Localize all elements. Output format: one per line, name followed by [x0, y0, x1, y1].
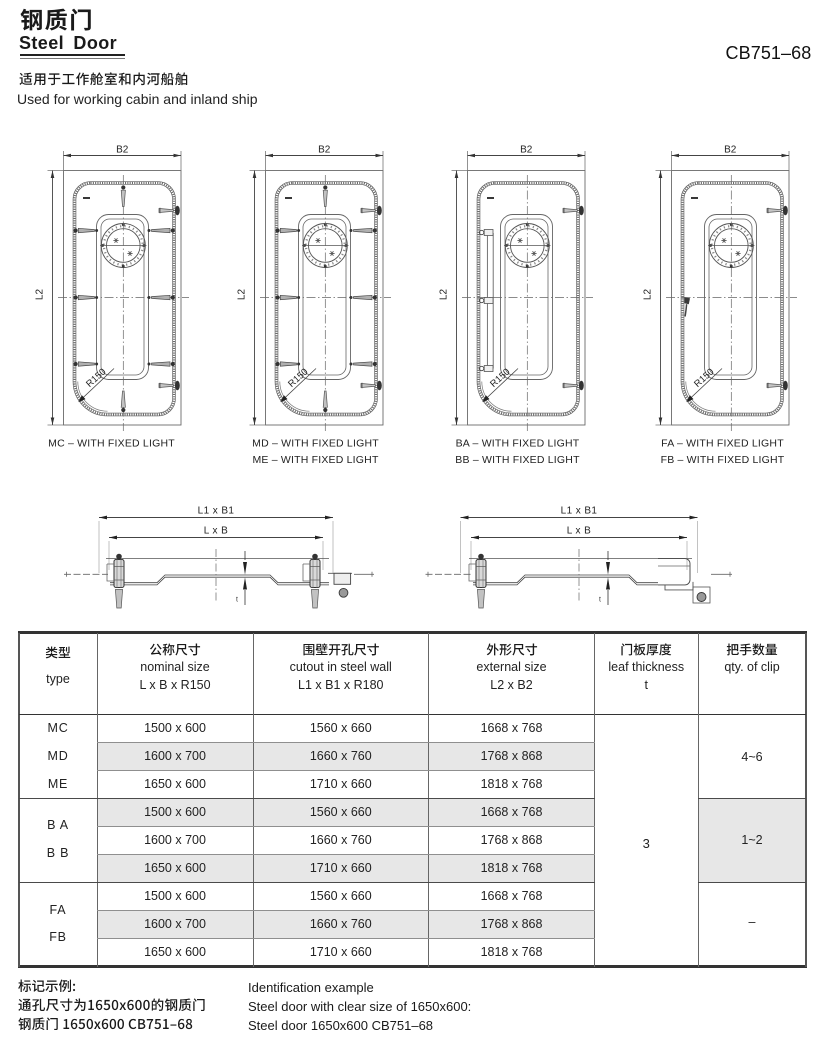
svg-text:MC – WITH FIXED LIGHT: MC – WITH FIXED LIGHT — [48, 438, 175, 450]
svg-text:MD – WITH FIXED LIGHT: MD – WITH FIXED LIGHT — [252, 438, 379, 450]
svg-text:L x B: L x B — [204, 526, 228, 537]
svg-text:t: t — [599, 597, 601, 604]
svg-text:L1 x B1: L1 x B1 — [561, 506, 598, 517]
svg-text:ME – WITH FIXED LIGHT: ME – WITH FIXED LIGHT — [252, 454, 379, 466]
svg-text:BA – WITH FIXED LIGHT: BA – WITH FIXED LIGHT — [456, 438, 580, 450]
svg-text:FA – WITH FIXED LIGHT: FA – WITH FIXED LIGHT — [661, 438, 784, 450]
svg-text:FB – WITH FIXED LIGHT: FB – WITH FIXED LIGHT — [661, 454, 785, 466]
svg-text:L1 x B1: L1 x B1 — [198, 506, 235, 517]
svg-text:BB – WITH FIXED LIGHT: BB – WITH FIXED LIGHT — [455, 454, 580, 466]
svg-text:L x B: L x B — [567, 526, 591, 537]
svg-text:t: t — [236, 597, 238, 604]
